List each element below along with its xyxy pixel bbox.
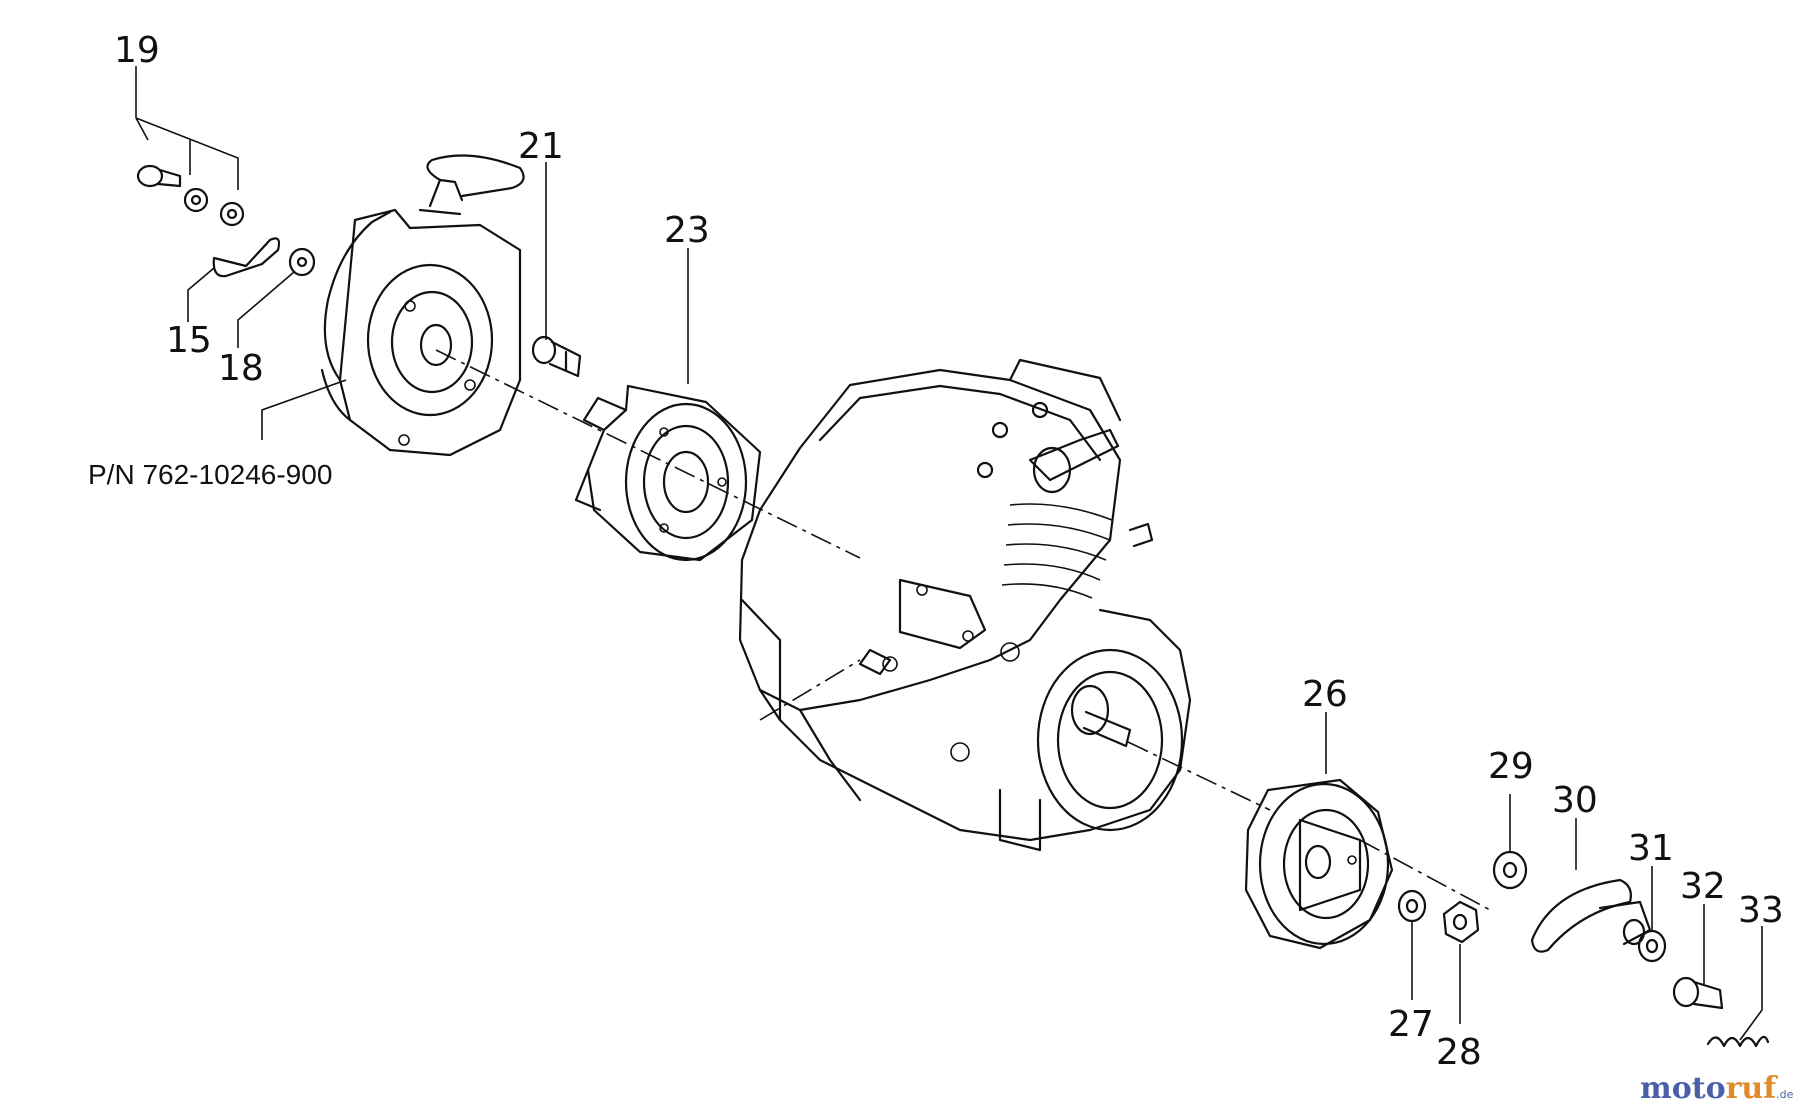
callout-27: 27: [1388, 1004, 1434, 1045]
callout-15: 15: [166, 320, 212, 361]
svg-text:motoruf.de: motoruf.de: [1640, 1071, 1794, 1106]
engine-body: [435, 349, 1271, 852]
part-number-label: P/N 762-10246-900: [88, 459, 332, 490]
part-28-nut: [1442, 900, 1480, 1024]
part-26-clutch-drum: [1244, 712, 1491, 950]
callout-29: 29: [1488, 746, 1534, 787]
callout-19: 19: [114, 30, 160, 71]
part-31-washer: [1637, 866, 1667, 963]
callout-18: 18: [218, 348, 264, 389]
part-33-spring: [1706, 926, 1770, 1048]
part-32-bolt: [1672, 904, 1724, 1010]
part-18-washer: [237, 247, 316, 348]
callout-23: 23: [664, 210, 710, 251]
watermark-suffix: .de: [1776, 1088, 1793, 1101]
callout-33: 33: [1738, 890, 1784, 931]
part-30-clutch-shoe: [1530, 818, 1652, 953]
part-29-washer: [1492, 794, 1528, 890]
callout-21: 21: [518, 126, 564, 167]
callout-28: 28: [1436, 1032, 1482, 1073]
callout-31: 31: [1628, 828, 1674, 869]
part-19-screw-washers: [135, 66, 245, 227]
part-23-pulley: [574, 248, 762, 562]
callout-32: 32: [1680, 866, 1726, 907]
callout-26: 26: [1302, 674, 1348, 715]
callout-30: 30: [1552, 780, 1598, 821]
watermark-part1: moto: [1640, 1071, 1726, 1106]
part-21-fitting: [531, 162, 582, 378]
motoruf-watermark: motoruf.de: [1640, 1071, 1794, 1106]
starter-housing: [261, 154, 525, 457]
part-15-spring: [187, 237, 281, 322]
watermark-part2: ruf: [1726, 1071, 1779, 1106]
part-27-washer: [1397, 889, 1427, 1000]
